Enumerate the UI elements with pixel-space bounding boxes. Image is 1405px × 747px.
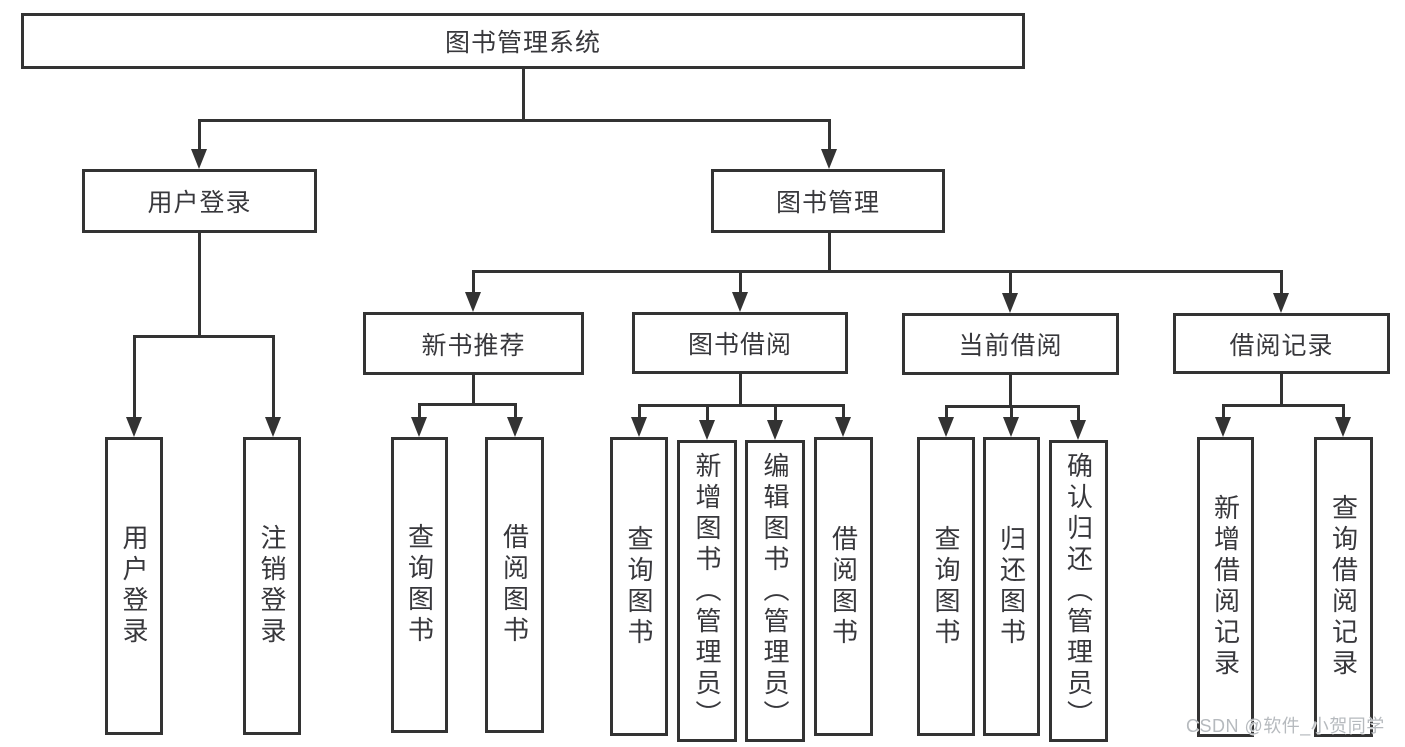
- node-user-login: 用户登录: [82, 169, 317, 233]
- connector-drop: [827, 120, 831, 153]
- arrow-down-icon: [1003, 417, 1019, 437]
- arrow-down-icon: [821, 149, 837, 169]
- leaf-confirm-return-label: 确认归还（管理员）: [1063, 451, 1094, 731]
- connector-hline: [197, 118, 831, 122]
- connector-stem: [827, 233, 831, 271]
- node-book-mgmt: 图书管理: [711, 169, 945, 233]
- leaf-user-login-label: 用户登录: [119, 524, 149, 648]
- connector-drop: [271, 336, 275, 421]
- leaf-borrow-book-2: 借阅图书: [814, 437, 873, 736]
- connector-drop: [773, 405, 777, 424]
- connector-stem: [197, 233, 201, 336]
- leaf-borrow-book-1-label: 借阅图书: [499, 523, 530, 647]
- leaf-add-book: 新增图书（管理员）: [677, 440, 737, 742]
- node-root-label: 图书管理系统: [444, 29, 601, 57]
- arrow-down-icon: [1335, 417, 1351, 437]
- node-new-book-rec: 新书推荐: [363, 312, 584, 375]
- connector-drop: [1009, 406, 1013, 421]
- arrow-down-icon: [1215, 417, 1231, 437]
- arrow-down-icon: [631, 417, 647, 437]
- connector-hline: [471, 269, 1283, 273]
- node-current-borrow-label: 当前借阅: [958, 332, 1063, 360]
- connector-drop: [471, 271, 475, 296]
- leaf-logout: 注销登录: [243, 437, 301, 735]
- connector-drop: [944, 406, 948, 421]
- connector-stem: [1008, 375, 1012, 406]
- connector-stem: [738, 374, 742, 405]
- leaf-return-book: 归还图书: [983, 437, 1040, 736]
- arrow-down-icon: [126, 417, 142, 437]
- connector-drop: [1341, 405, 1345, 421]
- node-book-mgmt-label: 图书管理: [775, 189, 880, 217]
- connector-hline: [132, 334, 275, 338]
- leaf-borrow-book-1: 借阅图书: [485, 437, 544, 733]
- arrow-down-icon: [465, 292, 481, 312]
- arrow-down-icon: [1002, 293, 1018, 313]
- node-current-borrow: 当前借阅: [902, 313, 1119, 375]
- arrow-down-icon: [1070, 420, 1086, 440]
- arrow-down-icon: [699, 420, 715, 440]
- connector-stem: [1279, 374, 1283, 405]
- arrow-down-icon: [507, 417, 523, 437]
- connector-stem: [521, 69, 525, 120]
- connector-drop: [417, 404, 421, 421]
- connector-drop: [1279, 271, 1283, 297]
- leaf-query-book-2-label: 查询图书: [624, 524, 654, 649]
- arrow-down-icon: [767, 420, 783, 440]
- leaf-return-book-label: 归还图书: [996, 524, 1027, 649]
- leaf-logout-label: 注销登录: [257, 524, 287, 648]
- connector-drop: [197, 120, 201, 153]
- leaf-add-record-label: 新增借阅记录: [1210, 494, 1241, 680]
- connector-drop: [738, 271, 742, 296]
- connector-drop: [841, 405, 845, 421]
- leaf-query-book-1-label: 查询图书: [404, 523, 435, 647]
- connector-drop: [705, 405, 709, 424]
- connector-drop: [132, 336, 136, 421]
- leaf-confirm-return: 确认归还（管理员）: [1049, 440, 1108, 742]
- connector-drop: [637, 405, 641, 421]
- node-root: 图书管理系统: [21, 13, 1025, 69]
- arrow-down-icon: [732, 292, 748, 312]
- node-borrow-records: 借阅记录: [1173, 313, 1390, 374]
- leaf-add-book-label: 新增图书（管理员）: [692, 451, 722, 731]
- leaf-edit-book-label: 编辑图书（管理员）: [760, 451, 790, 731]
- connector-hline: [417, 402, 517, 406]
- arrow-down-icon: [835, 417, 851, 437]
- node-user-login-label: 用户登录: [147, 189, 252, 217]
- connector-drop: [1008, 271, 1012, 297]
- connector-drop: [1221, 405, 1225, 421]
- leaf-user-login: 用户登录: [105, 437, 163, 735]
- leaf-query-book-3: 查询图书: [917, 437, 975, 736]
- arrow-down-icon: [191, 149, 207, 169]
- watermark: CSDN @软件_小贺同学: [1186, 716, 1385, 736]
- leaf-query-book-2: 查询图书: [610, 437, 668, 736]
- arrow-down-icon: [411, 417, 427, 437]
- leaf-query-record-label: 查询借阅记录: [1328, 494, 1359, 680]
- node-borrow-records-label: 借阅记录: [1229, 331, 1334, 360]
- connector-drop: [513, 404, 517, 421]
- arrow-down-icon: [265, 417, 281, 437]
- leaf-query-record: 查询借阅记录: [1314, 437, 1373, 737]
- leaf-edit-book: 编辑图书（管理员）: [745, 440, 805, 742]
- leaf-query-book-3-label: 查询图书: [931, 524, 961, 649]
- leaf-borrow-book-2-label: 借阅图书: [828, 524, 859, 649]
- leaf-add-record: 新增借阅记录: [1197, 437, 1254, 737]
- node-book-borrow: 图书借阅: [632, 312, 848, 374]
- arrow-down-icon: [938, 417, 954, 437]
- node-book-borrow-label: 图书借阅: [687, 331, 792, 359]
- connector-hline: [637, 403, 845, 407]
- connector-stem: [471, 375, 475, 404]
- connector-drop: [1076, 406, 1080, 424]
- node-new-book-rec-label: 新书推荐: [421, 331, 526, 360]
- connector-hline: [1221, 403, 1345, 407]
- arrow-down-icon: [1273, 293, 1289, 313]
- leaf-query-book-1: 查询图书: [391, 437, 448, 733]
